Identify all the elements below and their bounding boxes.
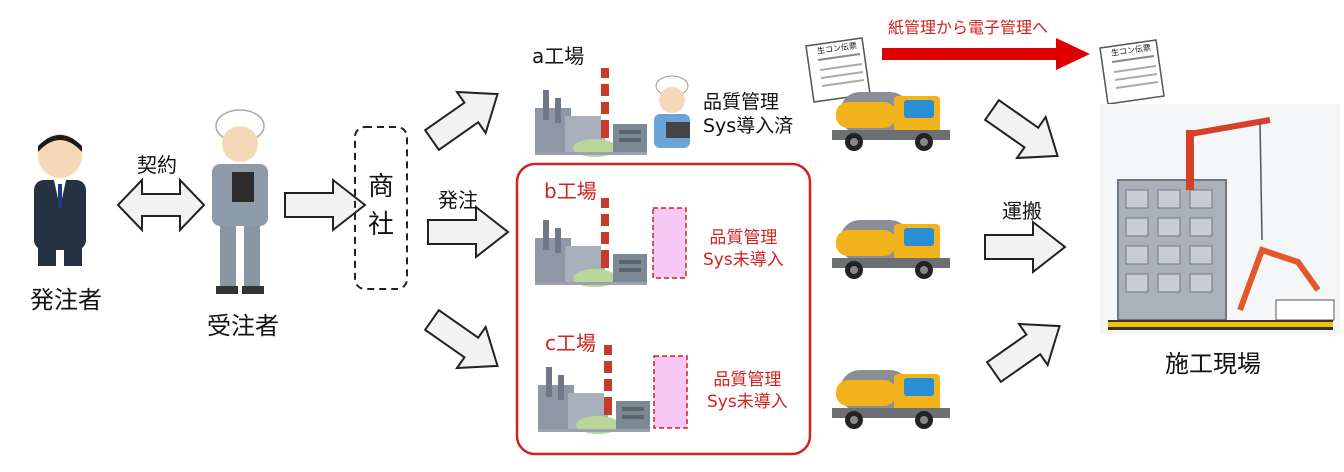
factory-b-status-line2: Sys未導入	[703, 250, 784, 270]
mixer-truck-b-icon	[832, 220, 950, 279]
factory-c-status-line2: Sys未導入	[707, 392, 788, 412]
factory-c-missing-system-placeholder	[653, 355, 688, 429]
factory-b-icon	[535, 198, 647, 287]
mixer-truck-a-icon	[832, 92, 950, 151]
inspector-with-tablet-icon	[654, 75, 690, 148]
factory-a-name: a工場	[532, 44, 585, 68]
factory-a-status-line1: 品質管理	[703, 91, 780, 113]
factory-c-icon	[538, 345, 650, 434]
arrow-to-factory-b	[427, 206, 509, 258]
factory-c-status: 品質管理 Sys未導入	[707, 369, 788, 413]
factory-b-name: b工場	[544, 179, 597, 203]
arrow-truck-c-to-site	[978, 304, 1075, 394]
transition-label: 紙管理から電子管理へ	[888, 18, 1049, 37]
factory-a-status-line2: Sys導入済	[703, 115, 794, 137]
factory-c-name: c工場	[545, 331, 596, 355]
arrow-to-factory-c	[416, 298, 513, 388]
transport-label: 運搬	[1002, 199, 1042, 223]
order-label: 発注	[438, 188, 478, 212]
arrow-contractor-to-trading	[284, 179, 366, 231]
contractor-worker-icon	[211, 109, 269, 295]
arrow-truck-b-to-site	[984, 221, 1066, 273]
factory-a-status: 品質管理 Sys導入済	[703, 90, 793, 138]
trading-company-box	[354, 126, 408, 290]
contract-double-arrow	[116, 177, 206, 233]
client-label: 発注者	[30, 286, 102, 314]
factory-c-status-line1: 品質管理	[713, 370, 782, 390]
factory-a-icon	[535, 68, 647, 157]
construction-site-label: 施工現場	[1165, 350, 1261, 378]
factory-b-status: 品質管理 Sys未導入	[703, 227, 784, 271]
contractor-label: 受注者	[207, 312, 279, 340]
trading-company-label: 商社	[367, 172, 394, 240]
paper-to-digital-arrow	[882, 38, 1090, 70]
contract-label: 契約	[137, 153, 177, 177]
factory-b-status-line1: 品質管理	[709, 228, 778, 248]
unadopted-factories-frame	[515, 162, 812, 456]
mixer-truck-c-icon	[832, 370, 950, 429]
arrow-truck-a-to-site	[976, 88, 1073, 178]
construction-site-icon	[1100, 104, 1340, 334]
factory-b-missing-system-placeholder	[652, 207, 687, 279]
client-person-icon	[34, 134, 86, 266]
arrow-to-factory-a	[416, 72, 513, 162]
